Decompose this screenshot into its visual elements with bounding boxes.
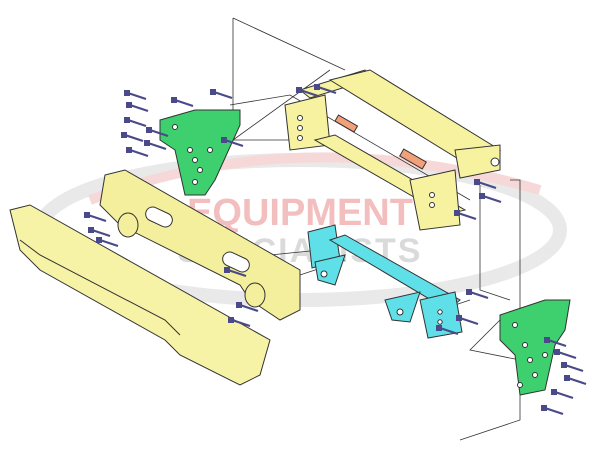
bolt [88,227,111,238]
bolt [544,337,567,348]
bumper-front-shell [9,204,271,386]
bolt [541,405,564,416]
bolt [564,375,587,386]
crossbar-hitch-left [314,254,346,286]
bolt [124,90,147,101]
bolt [96,237,119,248]
bolt [146,127,169,138]
frame-pin [399,148,427,170]
bumper-rear-shell [99,169,301,321]
left-mount-bracket [159,109,241,196]
right-mount-bracket [499,299,571,396]
crossbar-right-plate [419,291,463,339]
bumper-slot-2 [222,251,250,273]
bolt [210,89,233,100]
bumper-spacer-1 [117,212,139,238]
frame-right-plate [409,169,461,231]
crossbar-tube [328,234,461,311]
bolt [551,389,574,400]
bolt [561,362,584,373]
bolt [84,212,107,223]
bolt [144,140,167,151]
fastener-hardware [84,84,587,416]
bolt [171,97,194,108]
bolt [121,132,144,143]
bolt [124,117,147,128]
bumper-spacer-2 [244,282,266,308]
bolt [126,147,149,158]
bolt [454,210,477,221]
bolt [228,317,251,328]
bolt [479,193,502,204]
bolt [436,325,459,336]
bolt [474,179,497,190]
bolt [456,315,479,326]
bolt [126,102,149,113]
bolt [296,87,319,98]
upper-mount-frame [284,69,502,231]
bumper-slot-1 [145,206,173,228]
bolt [554,349,577,360]
frame-front-post [454,144,501,179]
frame-pin-2 [334,114,359,133]
bolt [221,137,244,148]
bolt [466,289,489,300]
bolt [314,84,337,95]
receiver-crossbar [307,224,463,339]
crossbar-hitch-right [384,291,421,323]
bolt [224,267,247,278]
bolt [236,302,259,313]
